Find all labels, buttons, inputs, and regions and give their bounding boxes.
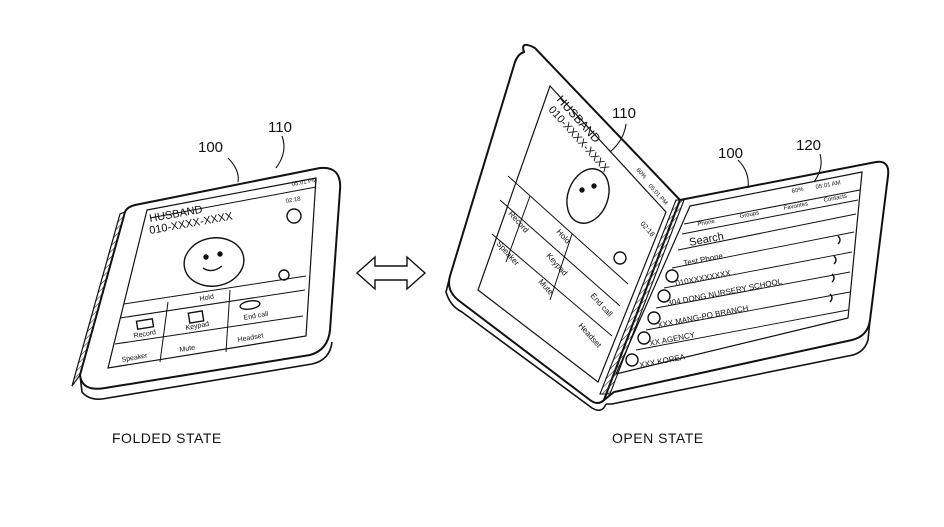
open-device — [445, 43, 890, 412]
folded-device — [71, 166, 342, 400]
folded-btn-speaker: Speaker — [121, 352, 149, 364]
folded-btn-record: Record — [133, 329, 157, 340]
folded-btn-endcall: End call — [243, 311, 269, 322]
folded-btn-hold: Hold — [199, 294, 214, 303]
folded-leaders — [227, 135, 285, 183]
tab-favorites: Favorites — [783, 201, 808, 212]
tab-groups: Groups — [739, 210, 759, 220]
right-status-battery: 60% — [791, 187, 805, 195]
folded-btn-mute: Mute — [179, 344, 196, 354]
ref-110-open: 110 — [612, 105, 636, 122]
caption-open-state: OPEN STATE — [612, 430, 704, 446]
folded-btn-headset: Headset — [237, 333, 264, 344]
right-status-time: 05:01 AM — [815, 180, 841, 191]
bidirectional-arrow — [355, 255, 427, 291]
open-leaders — [609, 123, 822, 189]
folded-call-time: 02:18 — [285, 196, 301, 205]
ref-110-folded: 110 — [268, 119, 292, 136]
ref-100-folded: 100 — [198, 139, 223, 156]
ref-120-open: 120 — [796, 137, 821, 154]
caption-folded-state: FOLDED STATE — [112, 430, 222, 446]
ref-100-open: 100 — [718, 145, 743, 162]
folded-status-bar: 05:01 PM — [291, 178, 317, 188]
tab-contacts: Contacts — [823, 194, 847, 204]
tab-phone: Phone — [697, 219, 716, 228]
folded-btn-keypad: Keypad — [185, 321, 210, 332]
